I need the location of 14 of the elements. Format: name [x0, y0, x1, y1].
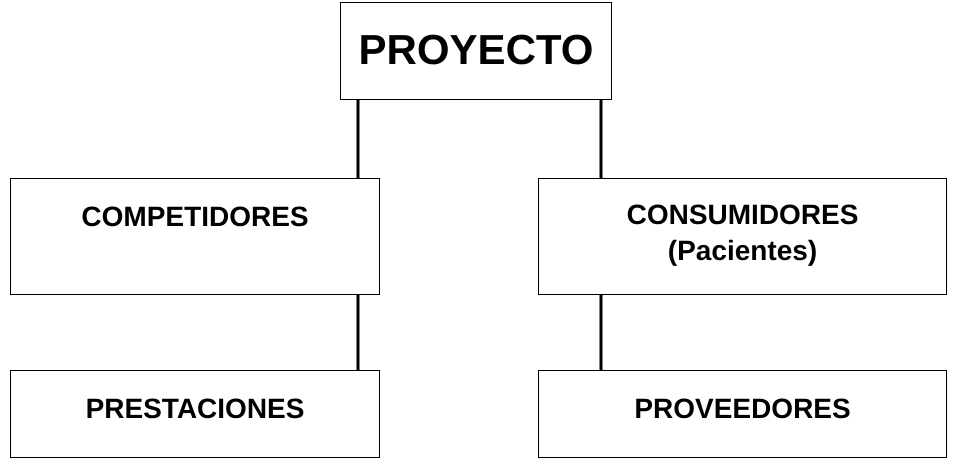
node-label: PROVEEDORES [634, 393, 851, 424]
connector-line [600, 100, 602, 178]
node-label: PRESTACIONES [86, 393, 304, 424]
node-label: PROYECTO [358, 26, 594, 73]
process-box [538, 178, 947, 295]
process-box [10, 370, 380, 458]
connector-line [356, 295, 360, 370]
node-label: CONSUMIDORES (Pacientes) [626, 199, 858, 266]
process-box [538, 370, 947, 458]
connector-line [356, 100, 360, 178]
connector-line [600, 295, 602, 370]
process-box [10, 178, 380, 295]
process-box [340, 2, 612, 100]
node-label: COMPETIDORES [81, 201, 309, 232]
